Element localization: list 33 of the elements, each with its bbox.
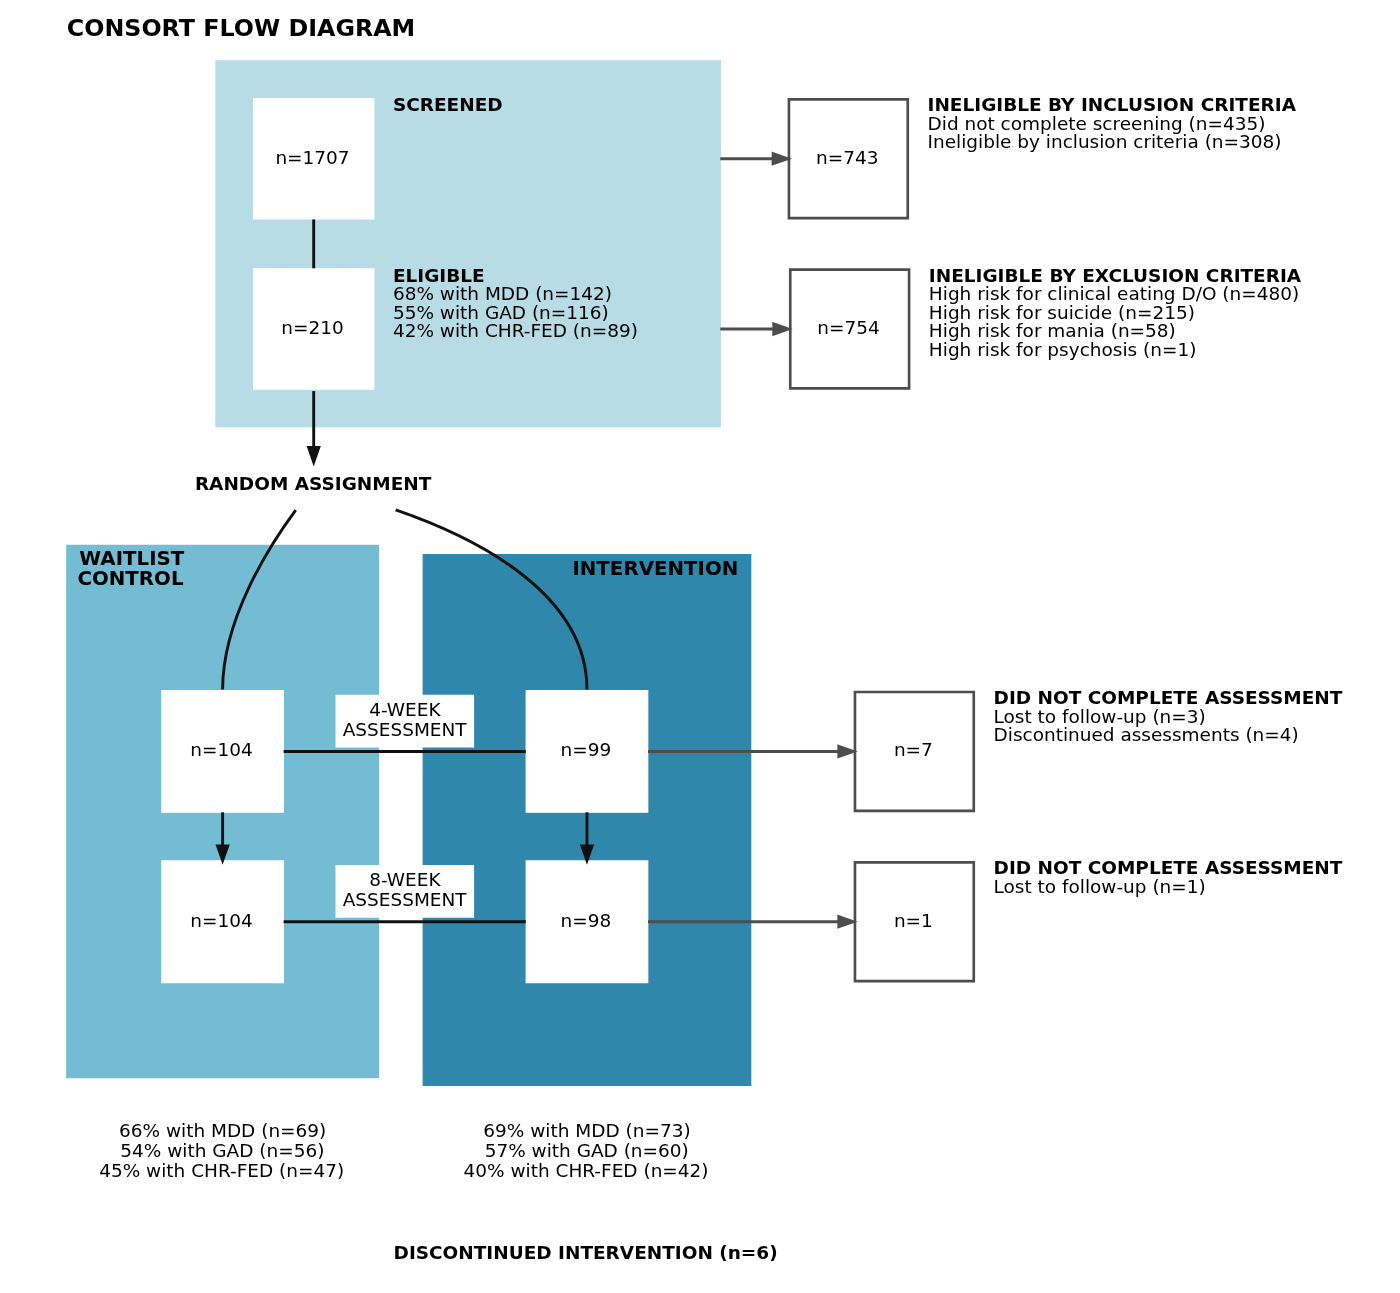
node-box: n=1707 xyxy=(252,98,374,220)
connector xyxy=(311,219,315,269)
node-box: n=104 xyxy=(160,860,284,984)
arrow xyxy=(647,914,858,929)
node-label: High risk for clinical eating D/O (n=480) xyxy=(928,283,1299,305)
arrow xyxy=(215,812,230,865)
connector xyxy=(394,508,588,690)
node-label: 45% with CHR-FED (n=47) xyxy=(98,1159,344,1181)
connector xyxy=(283,750,526,753)
arrow xyxy=(306,391,321,467)
node-box: n=98 xyxy=(525,860,648,984)
arrow xyxy=(719,151,792,166)
node-label: 40% with CHR-FED (n=42) xyxy=(463,1159,709,1181)
node-box: n=210 xyxy=(252,268,374,390)
diagram-title: CONSORT FLOW DIAGRAM xyxy=(66,14,415,43)
connector xyxy=(283,920,526,924)
connector xyxy=(220,509,297,690)
node-label: 57% with GAD (n=60) xyxy=(484,1139,689,1161)
label: DISCONTINUED INTERVENTION (n=6) xyxy=(393,1242,778,1264)
node-label: INELIGIBLE BY EXCLUSION CRITERIA xyxy=(928,264,1301,286)
arrow xyxy=(719,321,793,337)
node-box: n=99 xyxy=(525,690,648,813)
node-label: 54% with GAD (n=56) xyxy=(119,1139,324,1161)
node-label: 69% with MDD (n=73) xyxy=(482,1120,691,1142)
arrow xyxy=(647,744,858,759)
node-text: RANDOM ASSIGNMENT xyxy=(194,472,431,494)
node-box: n=104 xyxy=(160,690,284,813)
node-label: ELIGIBLE xyxy=(392,264,485,286)
node-label: 66% with MDD (n=69) xyxy=(118,1120,326,1142)
node-label: SCREENED xyxy=(392,94,503,116)
arrow xyxy=(579,812,594,865)
cluster xyxy=(214,60,721,428)
node-label: 42% with CHR-FED (n=89) xyxy=(392,320,638,342)
